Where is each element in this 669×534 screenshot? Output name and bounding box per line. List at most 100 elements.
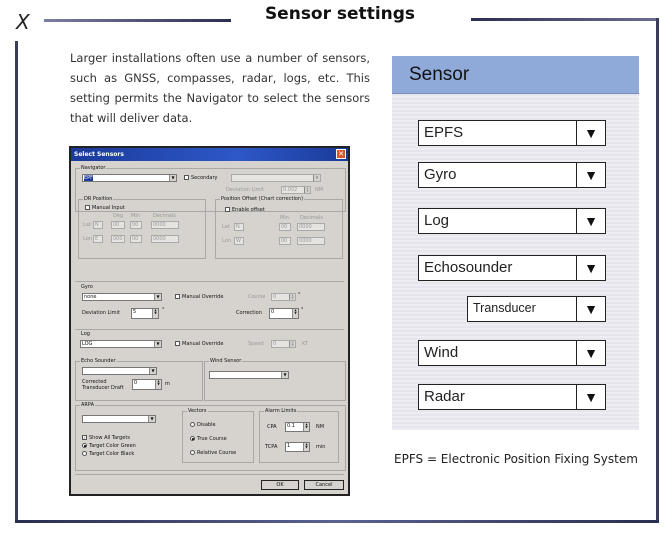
offset-lon-min[interactable]: 00 xyxy=(279,237,291,245)
chevron-down-icon[interactable]: ▼ xyxy=(154,294,161,300)
position-offset-group: Position Offset (Chart correction) Enabl… xyxy=(215,196,343,259)
manual-override-label: Manual Override xyxy=(182,341,224,347)
decimals-column-label: Decimals xyxy=(300,215,323,221)
corner-x-mark: X xyxy=(16,10,30,34)
cpa-unit: NM xyxy=(316,424,325,430)
spinner-value: 0 xyxy=(134,380,138,386)
cpa-spinner[interactable]: 0.1 ▲▼ xyxy=(285,422,310,432)
select-value: LOG xyxy=(82,341,93,347)
transducer-dropdown[interactable]: Transducer ▼ xyxy=(467,296,606,322)
chevron-down-icon[interactable]: ▼ xyxy=(154,341,161,347)
correction-spinner[interactable]: 0 ▲▼ xyxy=(269,308,299,319)
offset-lon-hemisphere[interactable]: W xyxy=(234,237,244,245)
target-color-green-label: Target Color Green xyxy=(89,443,136,449)
dr-lon-deg[interactable]: 000 xyxy=(111,235,125,243)
spinner-arrows-icon[interactable]: ▲▼ xyxy=(304,187,310,193)
navigator-select[interactable]: EPF ▼ xyxy=(82,174,177,182)
offset-lat-min[interactable]: 00 xyxy=(279,223,291,231)
spinner-arrows-icon[interactable]: ▲▼ xyxy=(289,294,295,300)
dr-lon-hemisphere[interactable]: E xyxy=(93,235,103,243)
chevron-down-icon[interactable]: ▼ xyxy=(281,372,288,378)
dropdown-arrow-icon[interactable]: ▼ xyxy=(576,385,605,409)
ok-button[interactable]: OK xyxy=(261,480,299,490)
spinner-arrows-icon[interactable]: ▲▼ xyxy=(292,309,298,318)
echo-sounder-select[interactable]: ▼ xyxy=(82,367,157,375)
dropdown-arrow-icon[interactable]: ▼ xyxy=(576,297,605,321)
dr-lat-dec[interactable]: 0000 xyxy=(151,221,179,229)
deviation-limit-label: Deviation Limit xyxy=(226,187,264,193)
vectors-disable-radio[interactable] xyxy=(190,422,195,427)
vectors-relative-course-radio[interactable] xyxy=(190,450,195,455)
log-select[interactable]: LOG ▼ xyxy=(80,340,162,348)
secondary-select[interactable]: ▼ xyxy=(231,174,321,182)
vectors-true-course-radio[interactable] xyxy=(190,436,195,441)
page-title: Sensor settings xyxy=(264,4,416,24)
deviation-limit-spinner[interactable]: 0.002 ▲▼ xyxy=(281,186,311,194)
dr-lat-hemisphere[interactable]: N xyxy=(93,221,103,229)
chevron-down-icon[interactable]: ▼ xyxy=(169,175,176,181)
spinner-arrows-icon[interactable]: ▲▼ xyxy=(303,423,309,431)
log-dropdown[interactable]: Log ▼ xyxy=(418,208,606,234)
wind-sensor-select[interactable]: ▼ xyxy=(209,371,289,379)
frame-top-border xyxy=(471,18,658,21)
gyro-manual-override-checkbox[interactable] xyxy=(175,294,180,299)
dialog-titlebar: Select Sensors ✕ xyxy=(71,148,348,161)
echosounder-dropdown[interactable]: Echosounder ▼ xyxy=(418,255,606,281)
manual-input-checkbox[interactable] xyxy=(85,205,90,210)
wind-sensor-group: Wind Sensor ▼ xyxy=(204,358,346,401)
dialog-title: Select Sensors xyxy=(74,151,124,158)
speed-spinner[interactable]: 0 ▲▼ xyxy=(271,340,296,348)
min-column-label: Min xyxy=(131,213,140,219)
offset-lon-dec[interactable]: 0000 xyxy=(297,237,325,245)
course-spinner[interactable]: 0 ▲▼ xyxy=(271,293,296,301)
spinner-value: 5 xyxy=(133,309,137,315)
spinner-arrows-icon[interactable]: ▲▼ xyxy=(289,341,295,347)
offset-lat-hemisphere[interactable]: N xyxy=(234,223,244,231)
show-all-targets-checkbox[interactable]: ✓ xyxy=(82,435,87,440)
dr-lon-dec[interactable]: 0000 xyxy=(151,235,179,243)
dropdown-arrow-icon[interactable]: ▼ xyxy=(576,341,605,365)
dropdown-arrow-icon[interactable]: ▼ xyxy=(576,209,605,233)
dr-lat-deg[interactable]: 00 xyxy=(111,221,125,229)
speed-label: Speed xyxy=(248,341,264,347)
draft-label: Transducer Draft xyxy=(82,385,124,391)
spinner-arrows-icon[interactable]: ▲▼ xyxy=(155,380,161,389)
arpa-select[interactable]: ▼ xyxy=(82,415,156,423)
transducer-draft-spinner[interactable]: 0 ▲▼ xyxy=(132,379,162,390)
dr-lon-min[interactable]: 00 xyxy=(130,235,142,243)
sensor-panel: Sensor EPFS ▼ Gyro ▼ Log ▼ Echosounder ▼… xyxy=(392,56,639,430)
dropdown-arrow-icon[interactable]: ▼ xyxy=(576,121,605,145)
chevron-down-icon[interactable]: ▼ xyxy=(148,416,155,422)
enable-offset-checkbox[interactable] xyxy=(225,207,230,212)
dropdown-arrow-icon[interactable]: ▼ xyxy=(576,163,605,187)
dropdown-label: Gyro xyxy=(424,166,457,183)
select-sensors-dialog: Select Sensors ✕ Navigator EPF ▼ Seconda… xyxy=(69,146,350,496)
target-color-green-radio[interactable] xyxy=(82,443,87,448)
spinner-arrows-icon[interactable]: ▲▼ xyxy=(152,309,158,318)
spinner-arrows-icon[interactable]: ▲▼ xyxy=(303,443,309,451)
epfs-dropdown[interactable]: EPFS ▼ xyxy=(418,120,606,146)
cancel-button[interactable]: Cancel xyxy=(304,480,344,490)
deviation-limit-label: Deviation Limit xyxy=(82,310,120,316)
alarm-limits-group: Alarm Limits CPA 0.1 ▲▼ NM TCPA 1 ▲▼ min xyxy=(259,408,339,463)
divider xyxy=(75,474,344,475)
tcpa-spinner[interactable]: 1 ▲▼ xyxy=(285,442,310,452)
gyro-dropdown[interactable]: Gyro ▼ xyxy=(418,162,606,188)
target-color-black-radio[interactable] xyxy=(82,451,87,456)
degree-unit: ° xyxy=(298,292,301,298)
chevron-down-icon[interactable]: ▼ xyxy=(313,175,320,181)
secondary-checkbox[interactable] xyxy=(184,175,189,180)
dropdown-arrow-icon[interactable]: ▼ xyxy=(576,256,605,280)
wind-dropdown[interactable]: Wind ▼ xyxy=(418,340,606,366)
gyro-select[interactable]: none ▼ xyxy=(82,293,162,301)
course-label: Course xyxy=(248,294,266,300)
log-manual-override-checkbox[interactable] xyxy=(175,341,180,346)
chevron-down-icon[interactable]: ▼ xyxy=(149,368,156,374)
offset-lat-dec[interactable]: 0000 xyxy=(297,223,325,231)
gyro-deviation-limit-spinner[interactable]: 5 ▲▼ xyxy=(131,308,159,319)
intro-paragraph: Larger installations often use a number … xyxy=(70,51,370,125)
dr-lat-min[interactable]: 00 xyxy=(130,221,142,229)
close-icon[interactable]: ✕ xyxy=(336,149,346,159)
spinner-value: 0 xyxy=(273,294,277,300)
radar-dropdown[interactable]: Radar ▼ xyxy=(418,384,606,410)
